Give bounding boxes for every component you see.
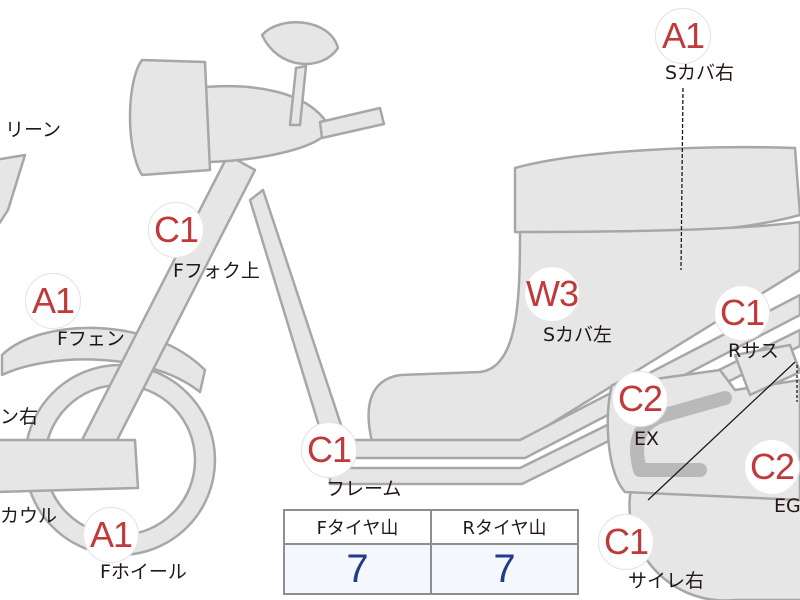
header-front-tire-tread: Fタイヤ山 [283,509,432,545]
grade-badge-engine: C2 [744,439,800,495]
part-label-f-wheel: Fホイール [100,561,187,583]
mirror [260,21,340,66]
front-fork [80,153,257,452]
grade-badge-r-suspension: C1 [714,285,770,341]
part-label-f-fork-upper: Fフォク上 [173,260,260,282]
part-label-front-cowl: カウル [0,505,58,527]
grade-badge-f-fork-upper: C1 [148,202,204,258]
frame-rail-low-2 [328,328,800,486]
windscreen [0,153,27,225]
grade-badge-s-cover-right: A1 [655,8,711,64]
tire-table-value-row: 7 7 [283,543,579,595]
part-label-screen: リーン [5,119,62,141]
value-rear-tire-tread: 7 [430,543,579,595]
value-front-tire-tread: 7 [283,543,432,595]
side-cover [367,220,800,454]
down-tube [248,188,352,464]
headlight-housing [128,58,212,177]
part-label-frame: フレーム [326,478,402,500]
exhaust-pipe [630,391,732,477]
leader-line-s-cover-right [680,87,684,271]
seat [513,145,800,237]
leader-line-engine [647,361,796,501]
front-cowl [0,438,140,494]
part-label-r-suspension: Rサス [728,340,779,362]
grade-badge-exhaust: C2 [612,371,668,427]
part-label-silencer-right: サイレ右 [628,570,705,592]
part-label-s-cover-left: Sカバ左 [543,324,613,346]
grade-badge-s-cover-left: W3 [524,266,580,322]
tire-table-header-row: Fタイヤ山 Rタイヤ山 [283,509,579,545]
tire-tread-table: Fタイヤ山 Rタイヤ山 7 7 [283,509,579,595]
handlebar [193,85,332,164]
grade-badge-f-fender: A1 [25,273,81,329]
part-label-s-cover-right: Sカバ右 [665,62,735,84]
grade-badge-silencer-right: C1 [598,514,654,570]
part-label-engine: EG [774,495,800,517]
grade-badge-f-wheel: A1 [83,507,139,563]
rear-shock [733,343,800,397]
grade-badge-frame: C1 [301,422,357,478]
handle-grip [318,106,386,140]
part-label-mirror-right: ン右 [0,406,39,428]
part-label-exhaust: EX [634,428,660,450]
part-label-f-fender: Fフェン [57,328,125,350]
header-rear-tire-tread: Rタイヤ山 [430,509,579,545]
mirror-stem [288,64,308,127]
front-wheel [23,363,217,557]
